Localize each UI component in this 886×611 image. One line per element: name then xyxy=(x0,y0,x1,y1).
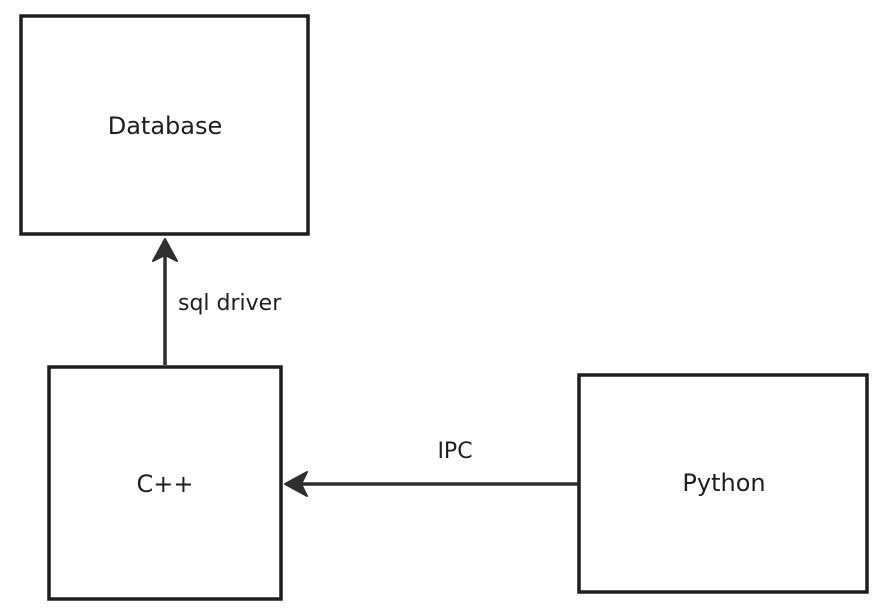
node-python-label: Python xyxy=(682,469,765,497)
edge-python-to-cpp-label: IPC xyxy=(437,439,472,464)
node-cpp-label: C++ xyxy=(137,470,194,498)
edge-cpp-to-database[interactable]: sql driver xyxy=(152,238,282,365)
node-python-box xyxy=(577,373,869,594)
edge-python-to-cpp[interactable]: IPC xyxy=(284,439,578,497)
node-database-box xyxy=(19,14,310,236)
node-cpp-box xyxy=(47,365,283,601)
node-database[interactable]: Database xyxy=(19,14,310,236)
edge-cpp-to-database-arrowhead xyxy=(152,238,178,262)
node-cpp[interactable]: C++ xyxy=(47,365,283,601)
node-database-label: Database xyxy=(108,112,223,140)
node-python[interactable]: Python xyxy=(577,373,869,594)
edge-cpp-to-database-label: sql driver xyxy=(178,291,282,316)
edge-python-to-cpp-arrowhead xyxy=(284,471,308,497)
